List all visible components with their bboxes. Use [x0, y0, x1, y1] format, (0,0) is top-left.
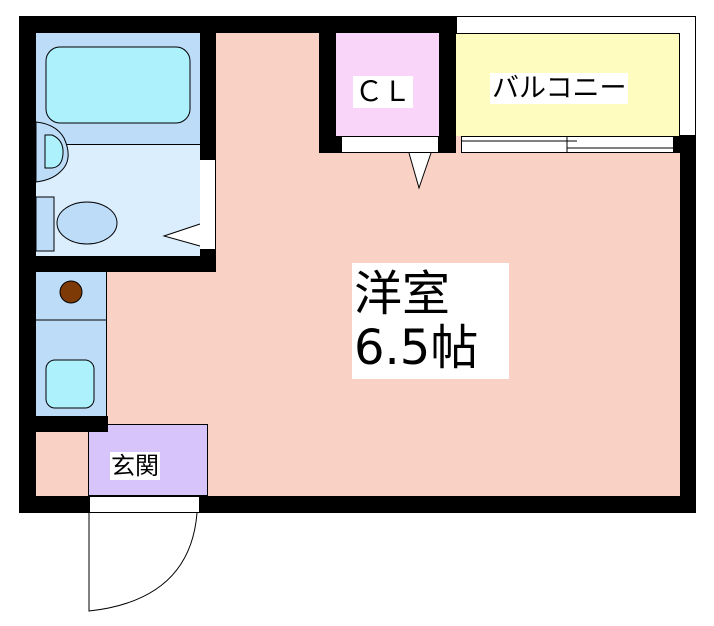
wall-closet-bottom-left: [319, 136, 341, 153]
bathtub-icon: [45, 46, 191, 124]
wall-bath-bottom: [19, 256, 216, 272]
entry-door-opening[interactable]: [89, 496, 200, 513]
room-size: 6.5帖: [354, 320, 479, 376]
wall-right: [680, 136, 696, 513]
wall-kitchen-bottom: [19, 416, 108, 432]
wall-bottom-left: [19, 496, 89, 513]
bath-door-opening[interactable]: [200, 159, 216, 250]
toilet-bowl-icon: [56, 201, 118, 245]
wall-balcony-rightcap: [674, 136, 696, 153]
wall-closet-left: [319, 16, 336, 153]
wall-bath-right-top: [200, 16, 216, 159]
entrance-label: 玄関: [110, 452, 160, 480]
wall-top-left: [19, 16, 456, 33]
room-name: 洋室: [354, 266, 451, 322]
western-room-label: 洋室 6.5帖: [352, 263, 509, 379]
closet-label: ＣＬ: [353, 75, 414, 108]
balcony-label: バルコニー: [490, 73, 629, 104]
door-arrow-icon: [162, 223, 201, 247]
wall-bottom-right: [200, 496, 696, 513]
wall-closet-right: [439, 16, 456, 153]
stove-burner-icon: [59, 280, 83, 304]
sink-icon: [45, 359, 95, 409]
closet-arrow-icon: [408, 152, 432, 190]
entry-door-swing-icon: [88, 512, 198, 612]
toilet-tank-icon: [35, 196, 55, 252]
closet-door-opening[interactable]: [341, 136, 439, 153]
